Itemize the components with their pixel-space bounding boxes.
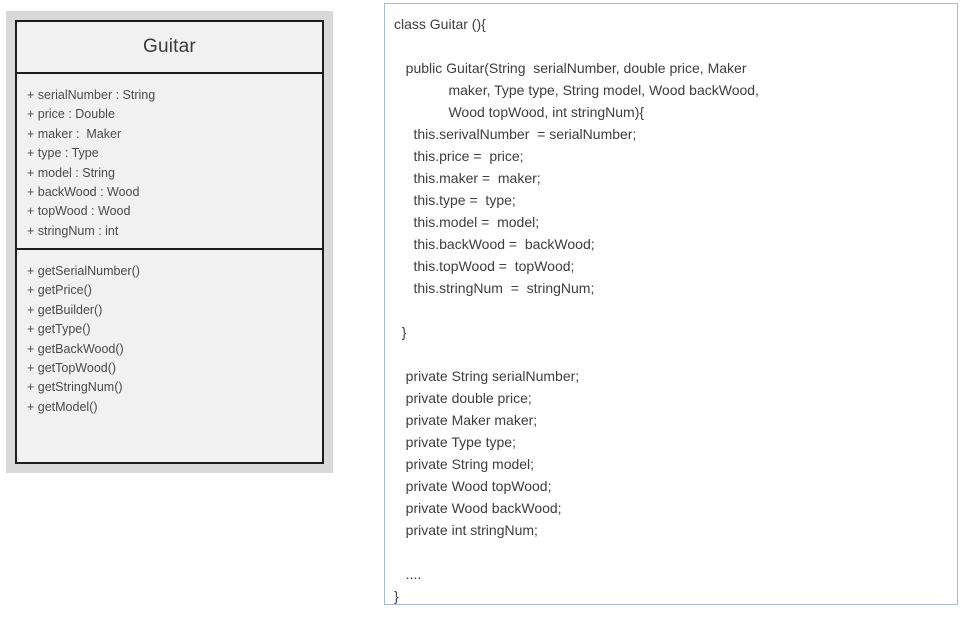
code-panel: class Guitar (){ public Guitar(String se… (384, 3, 958, 605)
uml-class-frame: Guitar + serialNumber : String + price :… (15, 20, 324, 464)
uml-operation: + getModel() (27, 399, 98, 414)
uml-operation: + getBackWood() (27, 341, 124, 356)
uml-attribute: + model : String (27, 165, 115, 180)
code-line: this.topWood = topWood; (394, 258, 575, 274)
code-line: private String serialNumber; (394, 368, 580, 384)
uml-attribute: + backWood : Wood (27, 185, 140, 200)
code-line: private double price; (394, 390, 532, 406)
code-line: class Guitar (){ (394, 16, 486, 32)
uml-class-box: Guitar + serialNumber : String + price :… (6, 11, 333, 473)
uml-operation: + getType() (27, 322, 91, 337)
code-line: private Maker maker; (394, 412, 538, 428)
code-line: maker, Type type, String model, Wood bac… (394, 82, 759, 98)
code-line: } (394, 588, 399, 604)
code-line (394, 343, 957, 365)
code-line (394, 299, 957, 321)
code-line: private Wood topWood; (394, 478, 552, 494)
code-line: private Wood backWood; (394, 500, 562, 516)
code-line: } (394, 324, 407, 340)
uml-operation: + getPrice() (27, 283, 92, 298)
uml-operations-compartment: + getSerialNumber() + getPrice() + getBu… (17, 250, 322, 462)
code-line: this.serivalNumber = serialNumber; (394, 126, 637, 142)
uml-attribute: + type : Type (27, 146, 99, 161)
code-line: private Type type; (394, 434, 516, 450)
code-line: this.maker = maker; (394, 170, 541, 186)
uml-attribute: + price : Double (27, 107, 115, 122)
uml-attribute: + maker : Maker (27, 126, 122, 141)
uml-operation: + getBuilder() (27, 302, 103, 317)
code-listing: class Guitar (){ public Guitar(String se… (394, 13, 957, 604)
code-line: this.type = type; (394, 192, 516, 208)
uml-attributes-compartment: + serialNumber : String + price : Double… (17, 74, 322, 250)
code-line: this.stringNum = stringNum; (394, 280, 595, 296)
uml-operation: + getSerialNumber() (27, 264, 140, 278)
uml-class-name-compartment: Guitar (17, 22, 322, 74)
code-line: this.backWood = backWood; (394, 236, 595, 252)
code-line (394, 541, 957, 563)
uml-attribute: + serialNumber : String (27, 88, 156, 102)
code-line: private int stringNum; (394, 522, 538, 538)
code-line: this.price = price; (394, 148, 524, 164)
uml-operation: + getTopWood() (27, 361, 117, 376)
code-line: this.model = model; (394, 214, 540, 230)
uml-attribute: + stringNum : int (27, 223, 119, 238)
code-line (394, 35, 957, 57)
uml-operation: + getStringNum() (27, 380, 123, 395)
code-line: private String model; (394, 456, 535, 472)
uml-class-name: Guitar (143, 36, 196, 57)
code-line: Wood topWood, int stringNum){ (394, 104, 645, 120)
code-line: .... (394, 566, 422, 582)
code-line: public Guitar(String serialNumber, doubl… (394, 60, 747, 76)
uml-attribute: + topWood : Wood (27, 204, 131, 219)
